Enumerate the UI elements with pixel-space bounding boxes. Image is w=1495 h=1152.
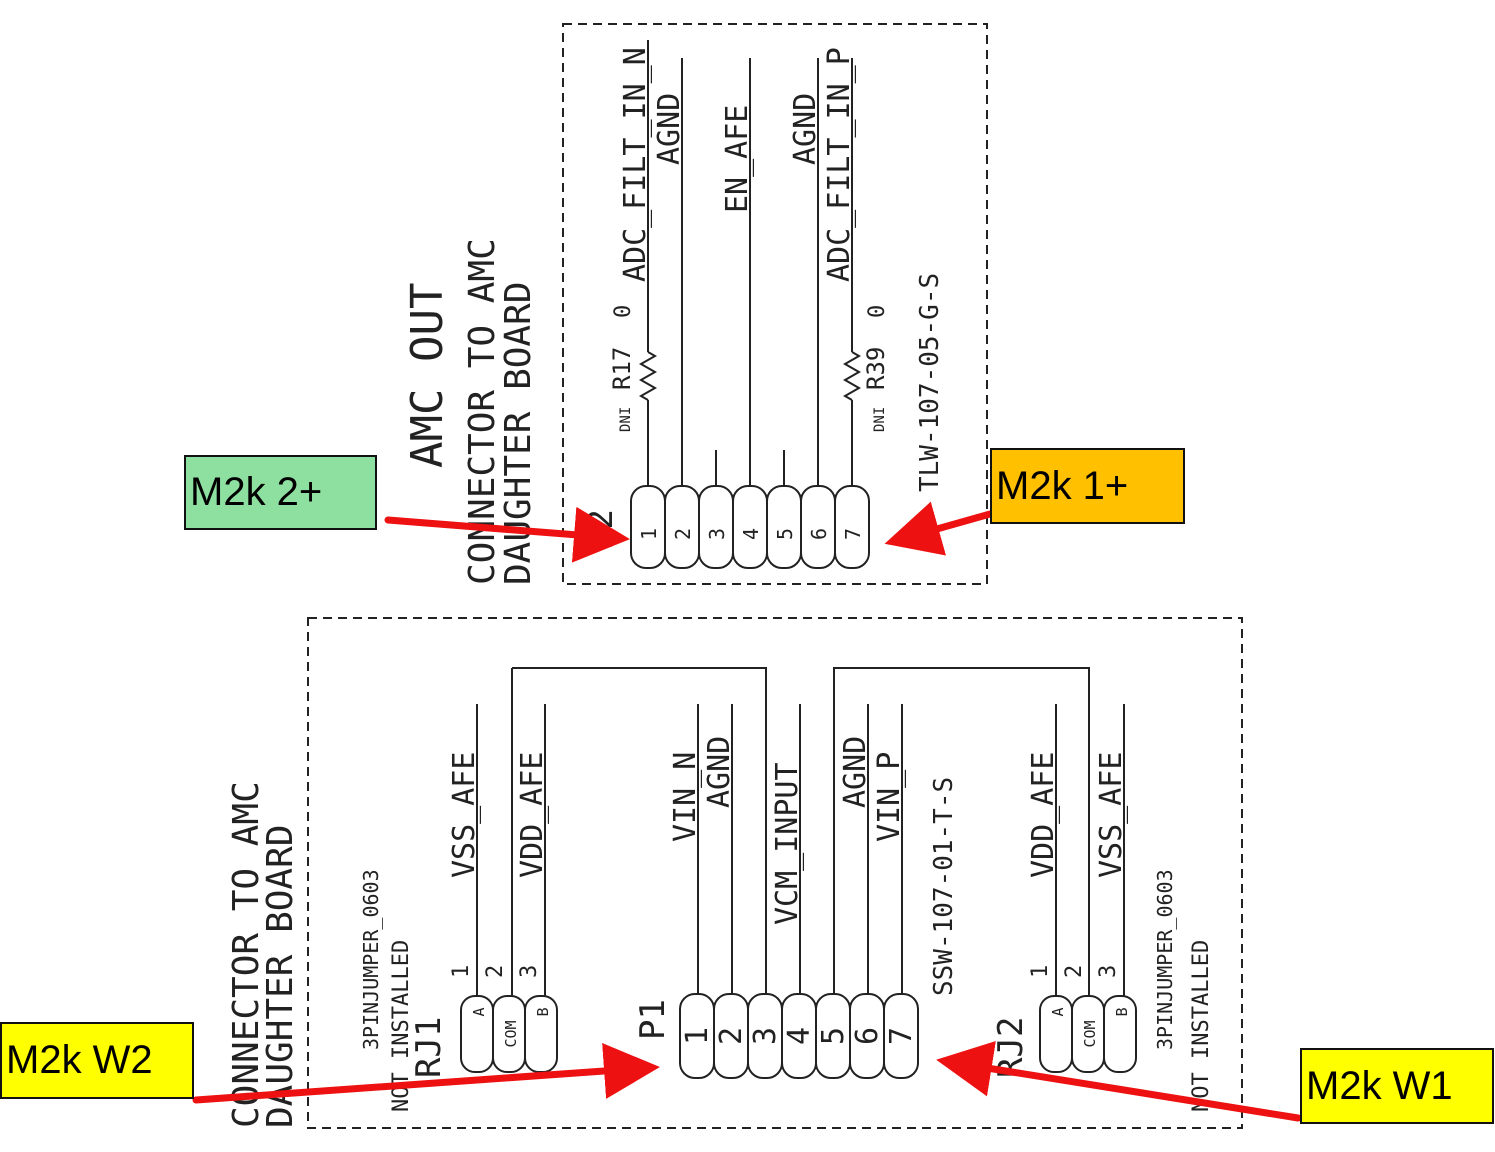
jumper-pin-number: 1 [449,965,474,978]
jumper-pin-label: A [1049,1007,1067,1016]
jumper-pin-number: 2 [483,965,508,978]
net-label-agnd: AGND [838,736,873,808]
arrow-m2k-w1 [936,1041,1302,1122]
net-label-vss-afe: VSS_AFE [447,752,482,878]
top-title: AMC OUT [402,283,453,468]
jumper-rj2: RJ2 A COM B 1 2 3 VDD_AFE VSS_AFE 3PINJU… [991,704,1214,1112]
header-pin-7 [834,485,870,569]
jumper-pin-label: B [1113,1007,1131,1016]
jumper-pin-label: B [534,1007,552,1016]
pin-number: 2 [714,1027,749,1045]
net-label-adc-filt-in-p: ADC_FILT_IN_P [822,47,857,282]
bottom-connector-ref: P1 [633,999,673,1040]
pin-number: 1 [637,528,661,540]
net-label-agnd: AGND [702,736,737,808]
pin-number: 7 [841,528,865,540]
jumper-pin-a [1039,995,1073,1073]
rj2-type: 3PINJUMPER_0603 [1153,869,1177,1050]
top-dashed-frame [562,23,988,585]
jumper-pin-label: COM [1081,1020,1099,1047]
rj2-status: NOT INSTALLED [1189,940,1214,1112]
top-subtitle-line1: CONNECTOR TO AMC [462,238,503,585]
arrow-m2k-2plus [384,506,630,563]
pin-number: 2 [671,528,695,540]
jumper-pin-number: 3 [517,965,542,978]
net-label-vin-p: VIN_P [872,752,907,842]
header-pin-4 [732,485,768,569]
resistor-value-r39: 0 [865,305,890,318]
header-pin-3 [698,485,734,569]
top-wires [638,40,862,486]
jumper-pin-number: 1 [1028,965,1053,978]
net-label-agnd: AGND [652,93,687,165]
header-pin-6 [800,485,836,569]
resistor-ref-r17: R17 [608,347,636,390]
rj1-ref: RJ1 [409,1017,449,1078]
jumper-pin-number: 2 [1062,965,1087,978]
pin-number: 5 [816,1027,851,1045]
top-part-number: TLW-107-05-G-S [915,273,945,492]
jumper-pin-b [1103,995,1137,1073]
net-label-vin-n: VIN_N [668,752,703,842]
bottom-connector-block: CONNECTOR TO AMC DAUGHTER BOARD 3PINJUMP… [226,617,1243,1129]
callout-m2k-w1: M2k W1 [1300,1048,1494,1124]
pin-number: 5 [773,528,797,540]
top-connector-block: AMC OUT CONNECTOR TO AMC DAUGHTER BOARD … [402,23,988,585]
header-pin-2 [664,485,700,569]
jumper-pin-b [524,995,558,1073]
resistor-value-r17: 0 [611,305,636,318]
bottom-subtitle-line2: DAUGHTER BOARD [260,825,301,1128]
top-header-pins: 1 2 3 4 5 6 7 [630,485,870,569]
header-pin-5 [766,485,802,569]
bottom-wires [512,667,1090,996]
jumper-pin-label: A [470,1007,488,1016]
bottom-subtitle-line1: CONNECTOR TO AMC [226,781,267,1128]
jumper-pin-number: 3 [1096,965,1121,978]
pin-number: 7 [884,1027,919,1045]
callout-m2k-w2: M2k W2 [0,1022,194,1099]
arrow-m2k-1plus [884,501,994,556]
net-label-adc-filt-in-n: ADC_FILT_IN_N [618,47,653,282]
callout-m2k-1plus: M2k 1+ [990,448,1185,524]
callout-arrows [192,501,1302,1122]
pin-number: 6 [807,528,831,540]
net-label-vcm-input: VCM_INPUT [770,762,805,925]
pin-number: 6 [850,1027,885,1045]
bottom-part-number: SSW-107-01-T-S [929,777,959,996]
pin-number: 4 [739,528,763,540]
net-label-en-afe: EN_AFE [720,105,755,213]
header-pin-1 [630,485,666,569]
net-label-vdd-afe: VDD_AFE [515,752,550,878]
jumper-pin-a [460,995,494,1073]
net-label-vdd-afe: VDD_AFE [1026,752,1061,878]
bottom-dashed-frame [307,617,1243,1129]
resistor-dni-r17: DNI [618,407,634,432]
pin-number: 1 [680,1027,715,1045]
jumper-pin-label: COM [502,1020,520,1047]
resistor-ref-r39: R39 [862,347,890,390]
pin-number: 4 [782,1027,817,1045]
bottom-header-pins: 1 2 3 4 5 6 7 [679,993,919,1079]
top-subtitle-line2: DAUGHTER BOARD [498,282,539,585]
pin-number: 3 [748,1027,783,1045]
net-label-vss-afe: VSS_AFE [1094,752,1129,878]
arrow-m2k-w2 [192,1043,660,1104]
jumper-rj1: 3PINJUMPER_0603 NOT INSTALLED RJ1 A COM … [359,668,558,1112]
rj1-type: 3PINJUMPER_0603 [359,869,383,1050]
top-connector-ref: P2 [581,509,621,550]
resistor-dni-r39: DNI [872,407,888,432]
pin-number: 3 [705,528,729,540]
net-label-agnd: AGND [788,93,823,165]
callout-m2k-2plus: M2k 2+ [184,455,377,530]
